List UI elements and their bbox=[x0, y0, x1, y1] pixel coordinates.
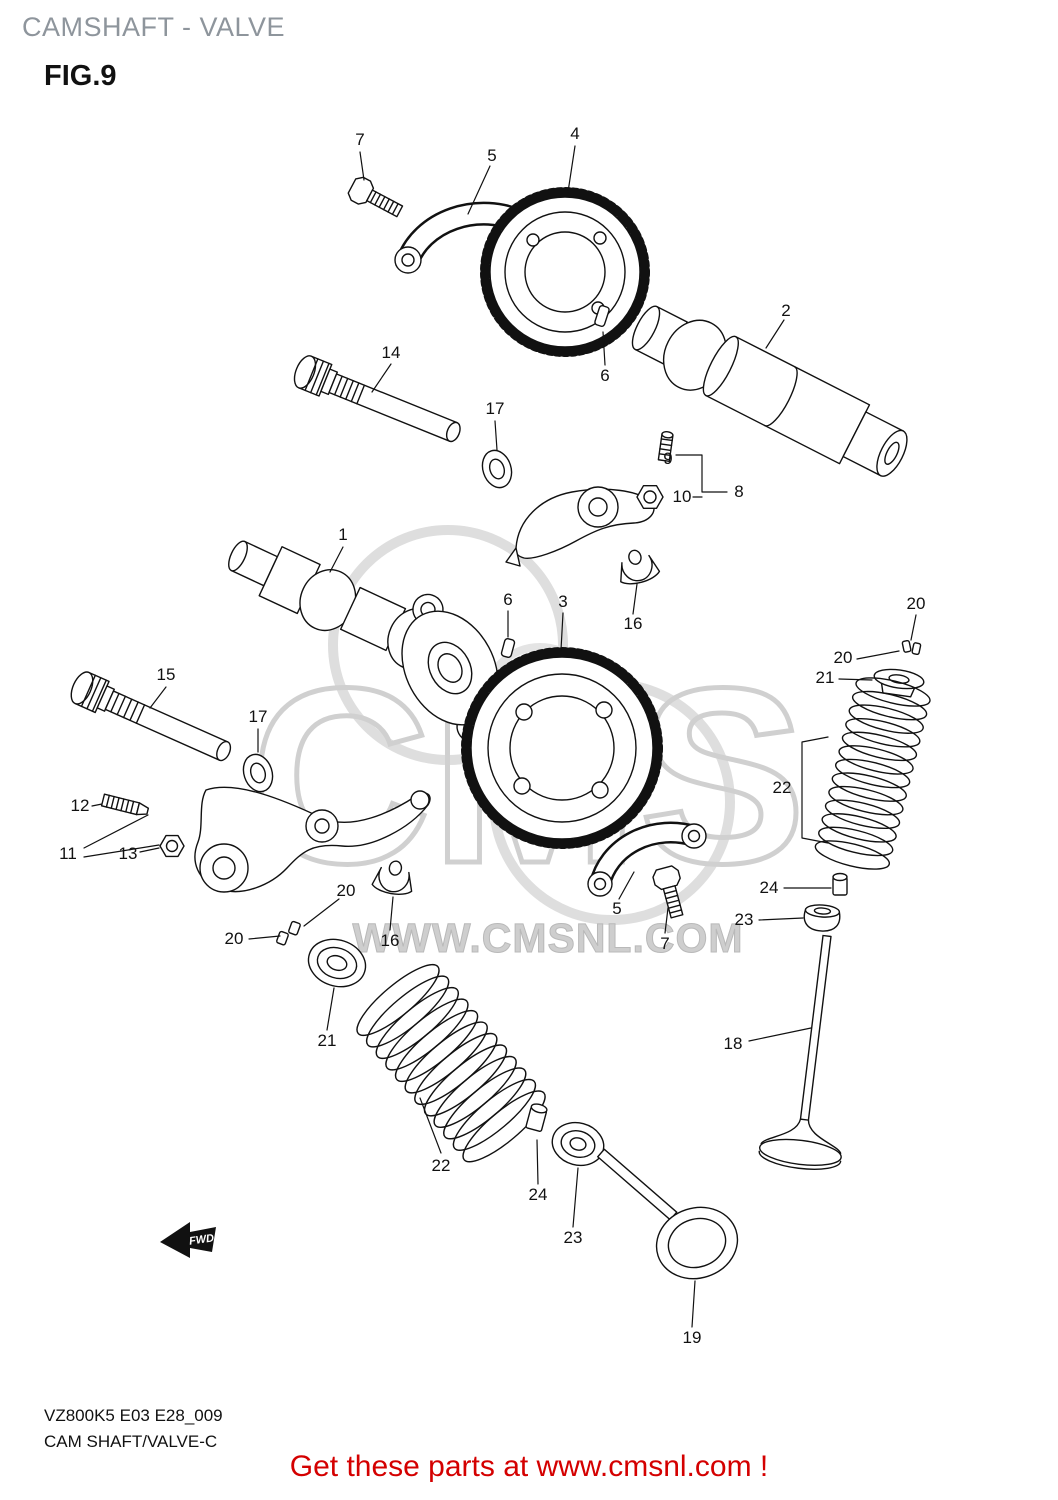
bolt-15 bbox=[70, 671, 232, 762]
keepers-20-left bbox=[276, 920, 301, 946]
bolt-7-top bbox=[347, 176, 404, 218]
callout-18: 18 bbox=[723, 1034, 743, 1053]
fwd-label: FWD bbox=[188, 1232, 215, 1247]
callout-6: 6 bbox=[600, 366, 610, 385]
callout-19: 19 bbox=[682, 1328, 702, 1347]
callout-4: 4 bbox=[570, 124, 580, 143]
callout-7: 7 bbox=[355, 130, 365, 149]
washer-17-top bbox=[481, 449, 513, 489]
callout-16: 16 bbox=[380, 931, 400, 950]
callout-23: 23 bbox=[563, 1228, 583, 1247]
fwd-marker: FWD bbox=[160, 1222, 216, 1258]
washer-17-left bbox=[242, 753, 274, 793]
model-code: VZ800K5 E03 E28_009 bbox=[44, 1406, 223, 1425]
fwd-arrow-icon bbox=[160, 1222, 216, 1258]
callout-14: 14 bbox=[381, 343, 401, 362]
valve-spring-22-left bbox=[356, 963, 546, 1163]
valve-18 bbox=[758, 934, 842, 1170]
spring-seat-21-left bbox=[307, 938, 367, 988]
callout-23: 23 bbox=[734, 910, 754, 929]
callout-16: 16 bbox=[623, 614, 643, 633]
callout-20: 20 bbox=[906, 594, 926, 613]
cam-sprocket-3 bbox=[461, 647, 663, 849]
callout-5: 5 bbox=[487, 146, 497, 165]
stem-seal-23-left bbox=[551, 1121, 605, 1167]
callout-17: 17 bbox=[485, 399, 505, 418]
bolt-7-lower bbox=[652, 865, 684, 919]
page-title: CAMSHAFT - VALVE bbox=[22, 12, 286, 42]
tappet-24-left bbox=[525, 1103, 548, 1132]
callout-6: 6 bbox=[503, 590, 513, 609]
figure-name: CAM SHAFT/VALVE-C bbox=[44, 1432, 218, 1451]
callout-22: 22 bbox=[772, 778, 792, 797]
callout-13: 13 bbox=[118, 844, 138, 863]
callout-22: 22 bbox=[431, 1156, 451, 1175]
pin-6-mid bbox=[500, 637, 516, 659]
clip-16-lower bbox=[371, 860, 413, 895]
bolt-14 bbox=[293, 355, 461, 443]
callout-10: 10 bbox=[672, 487, 692, 506]
callout-2: 2 bbox=[781, 301, 791, 320]
promo-link[interactable]: Get these parts at www.cmsnl.com ! bbox=[289, 1450, 769, 1483]
stem-seal-23-right bbox=[803, 904, 841, 932]
callout-21: 21 bbox=[815, 668, 835, 687]
callout-20: 20 bbox=[833, 648, 853, 667]
callout-24: 24 bbox=[528, 1185, 548, 1204]
callout-20: 20 bbox=[224, 929, 244, 948]
rocker-arm-8 bbox=[505, 486, 655, 567]
plate-5-lower bbox=[587, 821, 707, 897]
figure-number: FIG.9 bbox=[44, 60, 117, 92]
locknut-13 bbox=[159, 834, 185, 858]
callout-12: 12 bbox=[70, 796, 90, 815]
callout-21: 21 bbox=[317, 1031, 337, 1050]
callout-5: 5 bbox=[612, 899, 622, 918]
leader-lines bbox=[83, 145, 917, 1328]
tappet-24-right bbox=[832, 872, 848, 896]
valve-19 bbox=[597, 1148, 739, 1280]
callout-9: 9 bbox=[663, 449, 673, 468]
pin-6-top bbox=[594, 305, 610, 327]
callout-8: 8 bbox=[734, 482, 744, 501]
callout-3: 3 bbox=[558, 592, 568, 611]
adjuster-screw-12 bbox=[100, 793, 150, 816]
callout-15: 15 bbox=[156, 665, 176, 684]
rocker-arm-lower bbox=[194, 786, 431, 893]
callout-20: 20 bbox=[336, 881, 356, 900]
keepers-20-right bbox=[901, 639, 922, 656]
callout-1: 1 bbox=[338, 525, 348, 544]
watermark-url: WWW.CMSNL.COM bbox=[352, 915, 743, 961]
callout-11: 11 bbox=[59, 844, 77, 863]
clip-16-top bbox=[620, 549, 661, 585]
valve-spring-22-right bbox=[814, 677, 931, 870]
adjuster-screw-9 bbox=[657, 430, 674, 462]
callout-17: 17 bbox=[248, 707, 268, 726]
locknut-10 bbox=[636, 485, 664, 509]
callout-24: 24 bbox=[759, 878, 779, 897]
callout-7: 7 bbox=[660, 934, 670, 953]
spring-retainer-21-right bbox=[873, 668, 925, 698]
camshaft-2 bbox=[631, 305, 908, 477]
